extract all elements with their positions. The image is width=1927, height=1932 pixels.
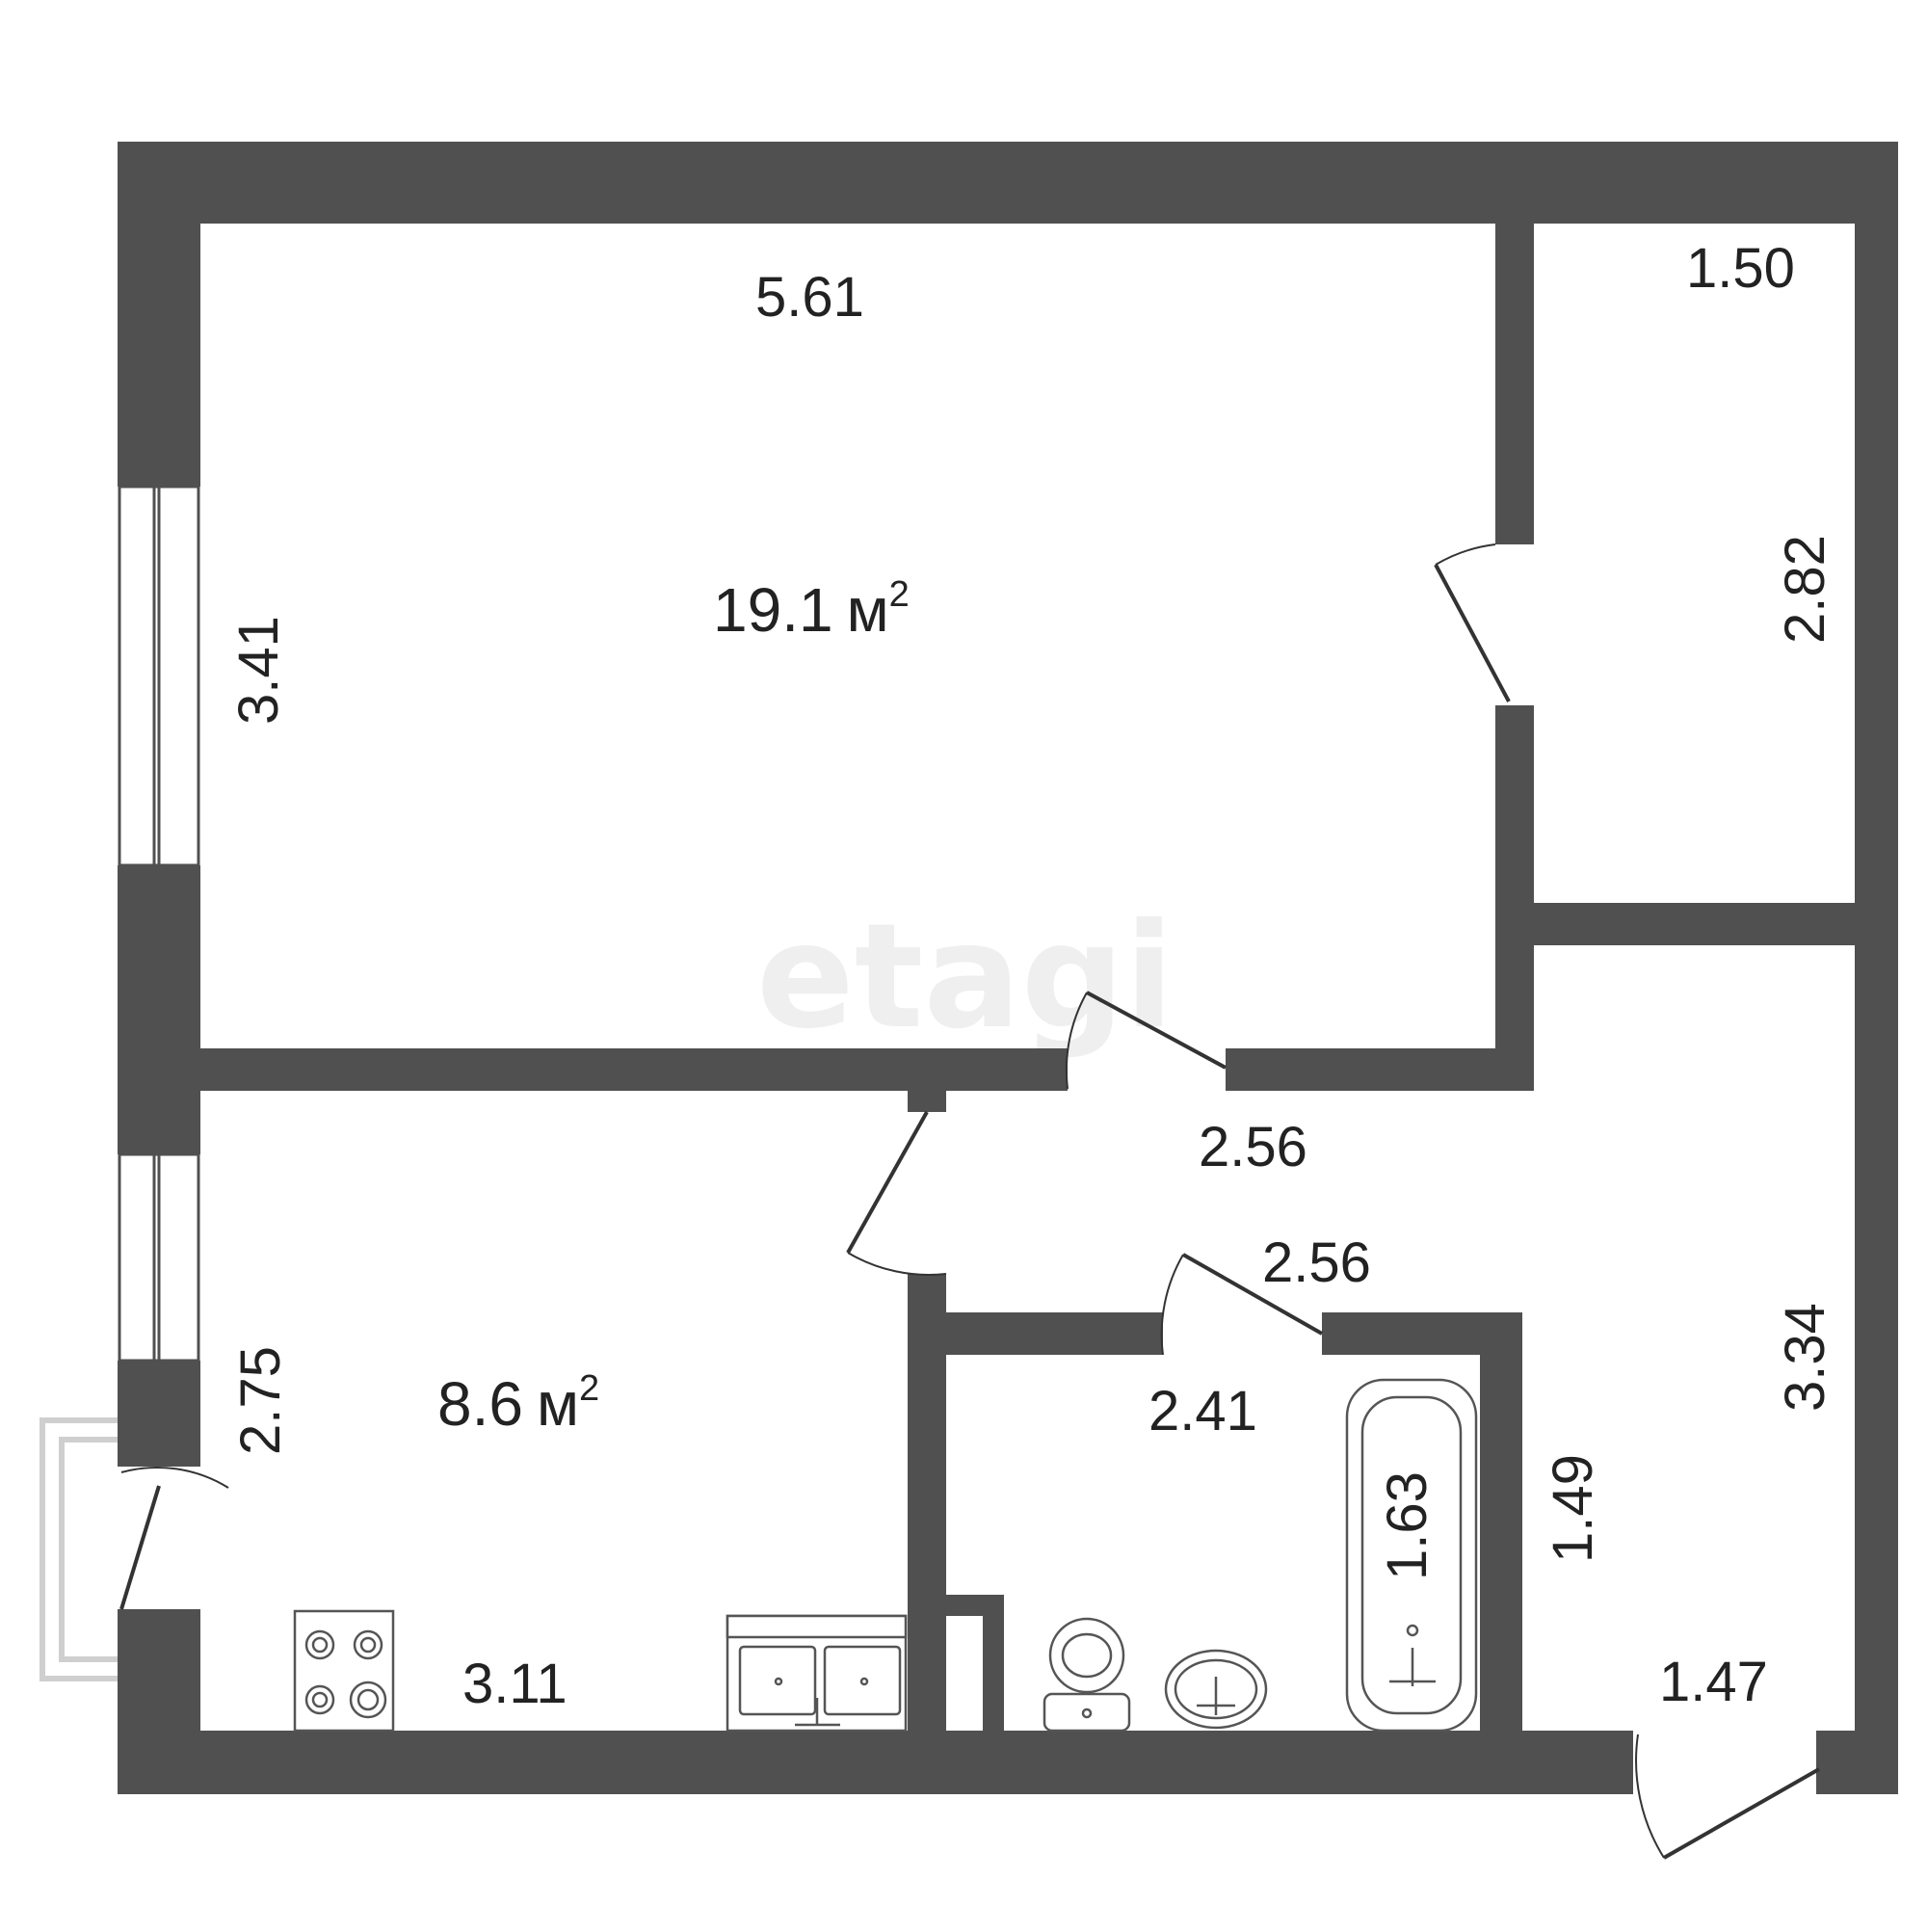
outer-wall-bottom-1: [118, 1731, 1633, 1794]
outer-wall-left-3: [118, 1361, 200, 1467]
kitchen-area-superscript: 2: [579, 1368, 599, 1409]
outer-wall-left-1: [118, 142, 200, 487]
kitchen-right-wall: [908, 1274, 946, 1794]
room-area-value: 19.1: [713, 575, 833, 645]
door-jamb: [908, 1087, 946, 1112]
dim-tub-length: 1.63: [1376, 1471, 1439, 1580]
door-closet: [1434, 543, 1511, 702]
closet-bottom-wall: [1534, 903, 1857, 945]
dim-kitchen-width: 3.11: [462, 1653, 568, 1715]
dim-hall-height: 3.34: [1774, 1303, 1836, 1412]
dim-corridor-width-mid: 2.56: [1262, 1231, 1371, 1294]
kitchen-area-value: 8.6: [437, 1369, 523, 1439]
bathtub: [1345, 1378, 1478, 1733]
watermark: etagi: [756, 893, 1174, 1061]
kitchen-area-unit: м: [537, 1369, 579, 1439]
dim-closet-width: 1.50: [1686, 237, 1795, 300]
windows: [118, 485, 200, 1363]
window-kitchen: [118, 1152, 200, 1363]
dim-bath-height: 1.49: [1542, 1454, 1604, 1563]
room-bottom-wall-1: [198, 1048, 1068, 1091]
balcony-frame: [40, 1417, 118, 1681]
dim-bath-width: 2.41: [1148, 1380, 1257, 1442]
doors: [119, 543, 1820, 1860]
door-balcony: [119, 1466, 229, 1610]
outer-wall-top: [118, 142, 1898, 224]
dim-hall-width: 1.47: [1659, 1651, 1768, 1713]
outer-wall-bottom-2: [1816, 1731, 1898, 1794]
stove: [293, 1609, 395, 1733]
door-room: [1065, 991, 1227, 1090]
dim-closet-height: 2.82: [1774, 535, 1836, 644]
outer-wall-right: [1855, 142, 1898, 1794]
washbasin: [1164, 1649, 1268, 1730]
walls: [118, 142, 1898, 1794]
room-area-unit: м: [847, 575, 889, 645]
dim-corridor-width-top: 2.56: [1199, 1116, 1307, 1178]
outer-wall-left-2: [118, 865, 200, 1154]
closet-wall-1: [1495, 222, 1534, 544]
dim-kitchen-height: 2.75: [229, 1346, 292, 1455]
closet-wall-2: [1495, 705, 1534, 1089]
fixtures: [293, 1378, 1478, 1733]
toilet: [1043, 1617, 1131, 1733]
niche-wall-side: [983, 1595, 1004, 1734]
room-bottom-wall-2: [1226, 1048, 1534, 1091]
dim-room-height: 3.41: [227, 616, 290, 725]
window-room: [118, 485, 200, 867]
bath-top-wall-1: [946, 1312, 1163, 1355]
door-bath: [1160, 1253, 1323, 1356]
bath-right-wall: [1480, 1312, 1522, 1794]
door-entrance: [1635, 1734, 1820, 1860]
door-kitchen: [846, 1111, 947, 1276]
kitchen-sink: [726, 1614, 908, 1733]
room-area-superscript: 2: [889, 574, 910, 615]
dim-room-width: 5.61: [755, 266, 864, 329]
